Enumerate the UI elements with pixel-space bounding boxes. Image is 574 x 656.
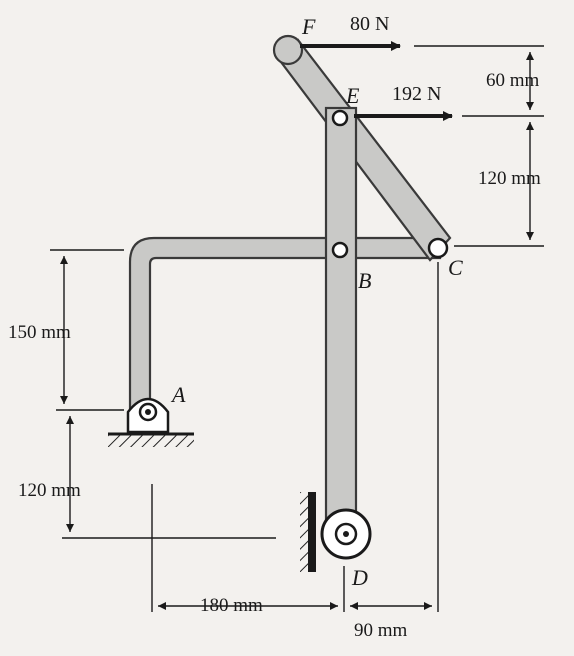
dim-label-dc-horizontal: 90 mm — [354, 620, 408, 641]
pin-e — [331, 109, 349, 127]
label-f: F — [301, 14, 316, 39]
pin-b — [331, 241, 349, 259]
dim-label-ec: 120 mm — [478, 168, 541, 189]
force-label-e: 192 N — [392, 83, 441, 105]
dim-label-ba: 150 mm — [8, 322, 71, 343]
force-label-f: 80 N — [350, 13, 389, 35]
dim-label-ad: 120 mm — [18, 480, 81, 501]
dim-label-ad-horizontal: 180 mm — [200, 595, 263, 616]
roller-d — [300, 492, 372, 572]
label-a: A — [170, 382, 186, 407]
dim-label-fe: 60 mm — [486, 70, 540, 91]
dimension-lines — [60, 52, 534, 610]
member-fc — [272, 34, 452, 262]
label-c: C — [448, 255, 463, 280]
support-a — [108, 397, 194, 447]
label-b: B — [358, 268, 371, 293]
pin-c — [427, 237, 449, 259]
label-e: E — [345, 83, 360, 108]
extension-lines — [50, 45, 544, 612]
member-ed — [324, 106, 358, 546]
label-d: D — [351, 565, 368, 590]
